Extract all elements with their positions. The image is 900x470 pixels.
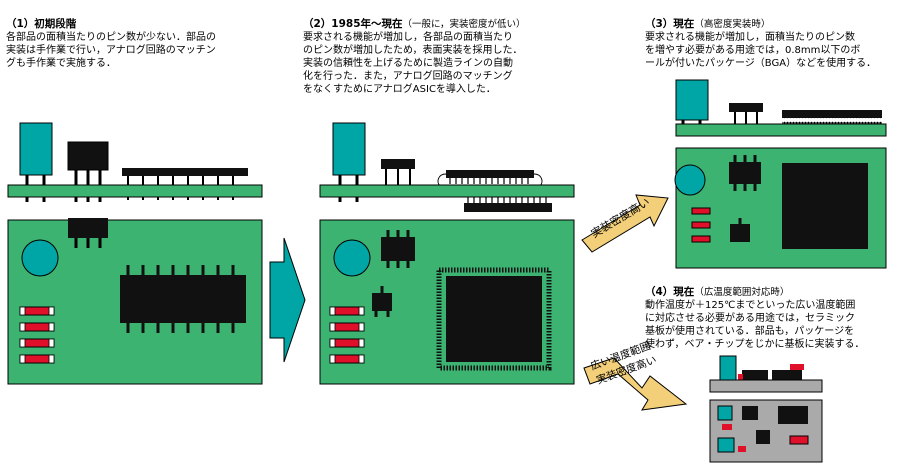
panel1-title: （1）初期段階 xyxy=(6,18,77,30)
panel2-title: （2）1985年～現在 xyxy=(303,18,403,30)
panel1-side-view xyxy=(7,122,263,202)
transistor-top xyxy=(68,218,108,238)
panel3-side-view xyxy=(675,79,887,137)
panel2-top-view xyxy=(319,219,575,385)
panel2-side-view xyxy=(319,122,575,212)
arrow-wide-temp: 広い温度範囲 実装密度高い xyxy=(583,339,688,411)
panel1-text: （1）初期段階 各部品の面積当たりのピン数が少ない．部品の 実装は手作業で行い，… xyxy=(6,5,276,83)
resistors xyxy=(19,306,55,364)
progress-arrow-1 xyxy=(269,237,306,363)
side-dip-ic xyxy=(122,168,248,176)
teal-component-top xyxy=(21,239,59,277)
panel1-body: 各部品の面積当たりのピン数が少ない．部品の 実装は手作業で行い，アナログ回路のマ… xyxy=(6,32,216,69)
panel2-text: （2）1985年～現在（一般に，実装密度が低い） 要求される機能が増加し，各部品… xyxy=(303,5,593,109)
qfp-chip xyxy=(446,276,542,362)
panel3-top-view xyxy=(674,147,887,269)
arrow-high-density: 実装密度高い xyxy=(581,194,669,253)
panel1-top-view xyxy=(7,218,263,385)
side-teal-component xyxy=(19,122,53,176)
panel4-body: 動作温度が＋125℃までといった広い温度範囲 に対応させる必要がある用途では，セ… xyxy=(645,300,865,350)
bga-chip xyxy=(782,163,868,249)
panel4-title: （4）現在 xyxy=(645,286,695,298)
panel3-title: （3）現在 xyxy=(645,18,695,30)
panel4-top-view xyxy=(709,399,823,463)
panel3-body: 要求される機能が増加し，面積当たりのピン数 を増やす必要がある用途では，0.8m… xyxy=(645,32,877,69)
panel4-subtitle: （広温度範囲対応時） xyxy=(694,287,790,298)
panel4-side-view xyxy=(709,355,823,393)
dip-ic-top xyxy=(120,265,246,333)
side-board xyxy=(7,184,263,198)
panel3-text: （3）現在（高密度実装時） 要求される機能が増加し，面積当たりのピン数 を増やす… xyxy=(645,5,900,83)
side-transistor xyxy=(67,141,109,171)
panel2-body: 要求される機能が増加し，各部品の面積当たり のピン数が増加したため，表面実装を採… xyxy=(303,32,523,95)
panel2-subtitle: （一般に，実装密度が低い） xyxy=(402,19,526,30)
panel4-text: （4）現在（広温度範囲対応時） 動作温度が＋125℃までといった広い温度範囲 に… xyxy=(645,273,900,364)
panel3-subtitle: （高密度実装時） xyxy=(694,19,771,30)
